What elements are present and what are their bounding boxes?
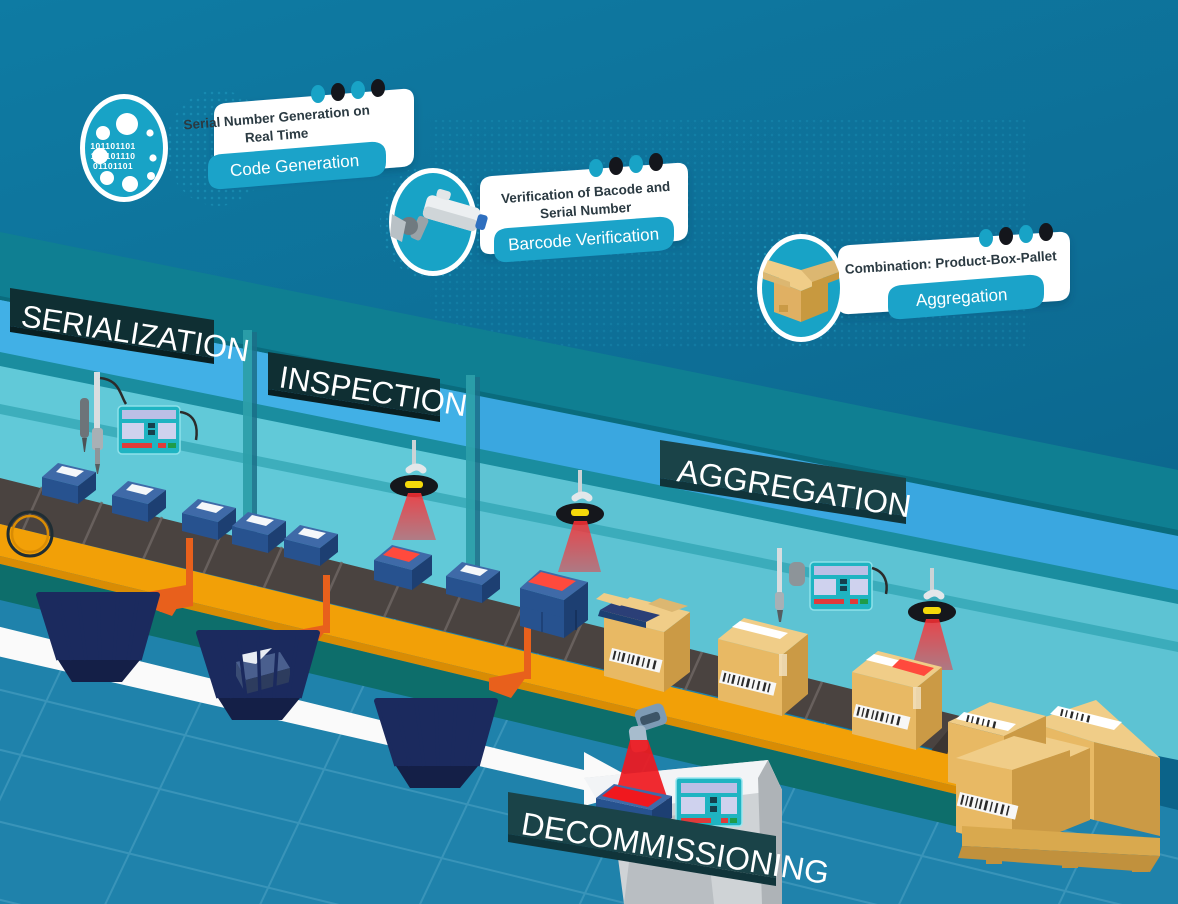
barcode-scanner — [390, 440, 438, 540]
product-unit — [42, 463, 588, 638]
carton-open — [596, 593, 690, 692]
callout-dots — [589, 153, 663, 177]
callout-button-aggregation[interactable]: Aggregation — [888, 274, 1044, 320]
barcode-scanner — [556, 470, 604, 572]
reject-basket — [196, 630, 320, 720]
callout-barcode-verification[interactable]: Verification of Bacode and Serial Number… — [380, 153, 688, 280]
carton-sealed — [852, 651, 942, 750]
callout-dots — [311, 79, 385, 103]
callout-button-code-generation[interactable]: Code Generation — [208, 141, 386, 190]
callout-dots — [979, 223, 1053, 247]
inkjet-printer-station — [775, 548, 888, 622]
open-box-icon — [757, 234, 845, 342]
wooden-pallet — [958, 826, 1160, 872]
binary-code-icon: 101101101 110101110 01101101 — [80, 94, 168, 202]
control-panel-display — [117, 405, 198, 455]
binary-line-1: 101101101 — [90, 141, 135, 151]
callout-description-line2: Serial Number — [539, 200, 632, 222]
binary-line-2: 110101110 — [91, 151, 136, 161]
reject-chute — [148, 538, 193, 616]
carton-sealed — [718, 618, 808, 716]
callout-aggregation[interactable]: Combination: Product-Box-Pallet Aggregat… — [748, 223, 1070, 346]
control-panel-display — [809, 561, 888, 611]
barcode-scanner — [908, 568, 956, 670]
reject-basket — [36, 592, 160, 682]
security-camera-icon — [389, 168, 488, 276]
inkjet-printer-station — [80, 372, 198, 474]
handheld-scanner[interactable] — [614, 702, 669, 800]
callout-description-line2: Real Time — [244, 125, 309, 145]
callout-code-generation[interactable]: 101101101 110101110 01101101 Serial Numb… — [80, 79, 414, 206]
flow-arrow — [0, 626, 650, 806]
binary-line-3: 01101101 — [93, 161, 133, 171]
callout-button-barcode-verification[interactable]: Barcode Verification — [494, 216, 674, 263]
reject-basket — [374, 698, 498, 788]
